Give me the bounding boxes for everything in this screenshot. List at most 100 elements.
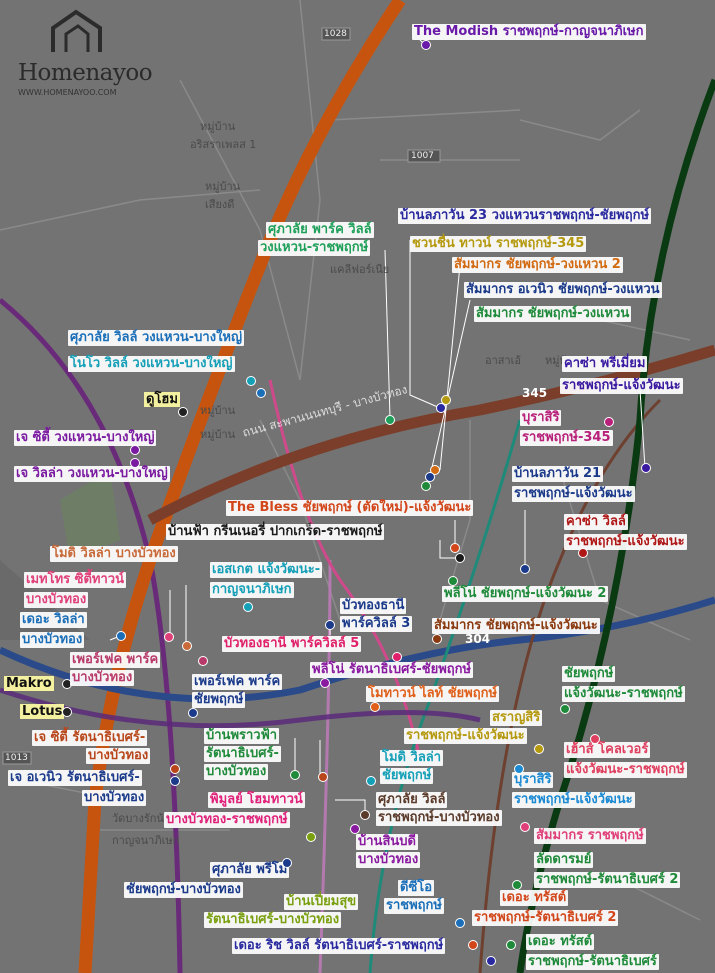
place-label-lotus[interactable]: Lotus (20, 704, 65, 719)
project-label-p45[interactable]: ราชพฤกษ์ (384, 898, 444, 914)
project-pin-icon[interactable] (486, 956, 496, 966)
project-label-p29[interactable]: ชัยพฤกษ์ (192, 692, 246, 708)
project-label-p3[interactable]: ศุภาลัย พาร์ค วิลล์ (266, 222, 374, 238)
project-label-p5[interactable]: สัมมากร ชัยพฤกษ์-วงแหวน 2 (452, 257, 623, 273)
project-label-p26[interactable]: เพอร์เฟค พาร์ค (70, 652, 161, 668)
project-label-p42[interactable]: ราชพฤกษ์-รัตนาธิเบศร์ 2 (534, 872, 681, 888)
project-pin-icon[interactable] (441, 395, 451, 405)
project-label-p16[interactable]: ราชพฤกษ์-แจ้งวัฒนะ (564, 534, 687, 550)
project-pin-icon[interactable] (350, 824, 360, 834)
project-label-p19[interactable]: เอสเกต แจ้งวัฒนะ- (210, 562, 323, 578)
project-pin-icon[interactable] (116, 631, 126, 641)
project-label-p10[interactable]: ราชพฤกษ์-แจ้งวัฒนะ (560, 378, 683, 394)
project-label-p47[interactable]: เดอะ ทรัสต์ (526, 934, 595, 950)
project-label-p16[interactable]: คาซ่า วิลล์ (564, 514, 628, 530)
project-label-p43[interactable]: ชัยพฤกษ์-บางบัวทอง (124, 882, 243, 898)
project-label-p27[interactable]: พลีโน่ รัตนาธิเบศร์-ชัยพฤกษ์ (310, 662, 474, 678)
project-label-p4[interactable]: ชวนชื่น ทาวน์ ราชพฤกษ์-345 (410, 236, 587, 252)
project-label-p15[interactable]: The Bless ชัยพฤกษ์ (ตัดใหม่)-แจ้งวัฒนะ (226, 500, 474, 516)
project-pin-icon[interactable] (318, 772, 328, 782)
project-pin-icon[interactable] (590, 734, 600, 744)
project-label-p45[interactable]: ดีซีโอ (398, 880, 435, 896)
project-label-p43[interactable]: ศุภาลัย พรีโม่ (210, 862, 290, 878)
project-label-p7[interactable]: สัมมากร ชัยพฤกษ์-วงแหวน (474, 306, 632, 322)
project-pin-icon[interactable] (520, 822, 530, 832)
project-pin-icon[interactable] (385, 415, 395, 425)
project-pin-icon[interactable] (448, 576, 458, 586)
project-label-p17[interactable]: บ้านฟ้า กรีนเนอรี่ ปากเกร็ด-ราชพฤกษ์ (166, 524, 385, 540)
place-label-dunhom[interactable]: ดูโฮม (144, 392, 180, 407)
project-label-p29[interactable]: เพอร์เฟค พาร์ค (192, 674, 283, 690)
project-label-p25[interactable]: บัวทองธานี พาร์ควิลล์ 5 (222, 636, 362, 652)
project-label-p48[interactable]: เดอะ ริช วิลล์ รัตนาธิเบศร์-ราชพฤกษ์ (232, 938, 446, 954)
place-label-makro[interactable]: Makro (4, 676, 54, 691)
project-pin-icon[interactable] (436, 403, 446, 413)
project-pin-icon[interactable] (188, 708, 198, 718)
project-pin-icon[interactable] (425, 472, 435, 482)
project-label-p11[interactable]: ราชพฤกษ์-345 (520, 430, 613, 446)
project-pin-icon[interactable] (198, 656, 208, 666)
project-pin-icon[interactable] (360, 810, 370, 820)
project-label-p35[interactable]: ชัยพฤกษ์ (380, 768, 434, 784)
project-label-p22[interactable]: เดอะ วิลล่า (20, 612, 87, 628)
project-label-p41[interactable]: บ้านสินบดี (356, 834, 418, 850)
project-label-p10[interactable]: คาซ่า พรีเมี่ยม (562, 356, 648, 372)
project-pin-icon[interactable] (306, 832, 316, 842)
place-pin-icon[interactable] (62, 707, 72, 717)
project-pin-icon[interactable] (256, 388, 266, 398)
project-label-p34[interactable]: เฮ้าส์ โคลเวอร์ (564, 742, 651, 758)
project-pin-icon[interactable] (370, 702, 380, 712)
project-pin-icon[interactable] (182, 641, 192, 651)
place-pin-icon[interactable] (178, 407, 188, 417)
project-label-p28[interactable]: แจ้งวัฒนะ-ราชพฤกษ์ (562, 686, 685, 702)
project-label-p11[interactable]: บุราสิริ (520, 410, 562, 426)
project-label-p22[interactable]: บางบัวทอง (20, 632, 85, 648)
project-label-p42[interactable]: ลัดดารมย์ (534, 852, 594, 868)
project-label-p36[interactable]: บางบัวทอง (82, 790, 147, 806)
project-label-p20[interactable]: เมทโทร ซิตี้ทาวน์ (24, 572, 126, 588)
project-label-p31[interactable]: สราญสิริ (490, 710, 543, 726)
project-label-p39[interactable]: ราชพฤกษ์-บางบัวทอง (376, 810, 502, 826)
project-label-p21[interactable]: พลีโน่ ชัยพฤกษ์-แจ้งวัฒนะ 2 (442, 586, 609, 602)
project-label-p46[interactable]: ราชพฤกษ์-รัตนาธิเบศร์ 2 (472, 910, 619, 926)
project-pin-icon[interactable] (282, 858, 292, 868)
project-pin-icon[interactable] (170, 776, 180, 786)
project-pin-icon[interactable] (578, 548, 588, 558)
project-pin-icon[interactable] (450, 543, 460, 553)
project-pin-icon[interactable] (325, 620, 335, 630)
project-label-p8[interactable]: ศุภาลัย วิลล์ วงแหวน-บางใหญ่ (68, 330, 245, 346)
project-pin-icon[interactable] (421, 481, 431, 491)
project-pin-icon[interactable] (366, 776, 376, 786)
project-label-p23[interactable]: บัวทองธานี (340, 598, 407, 614)
project-label-p36[interactable]: เจ อเวนิว รัตนาธิเบศร์- (8, 770, 142, 786)
project-pin-icon[interactable] (130, 458, 140, 468)
project-pin-icon[interactable] (534, 744, 544, 754)
project-label-p14[interactable]: ราชพฤกษ์-แจ้งวัฒนะ (512, 486, 635, 502)
project-label-p19[interactable]: กาญจนาภิเษก (210, 582, 294, 598)
project-label-p32[interactable]: บางบัวทอง (86, 748, 151, 764)
project-label-p33[interactable]: บ้านพราวฟ้า (204, 728, 280, 744)
project-label-p3[interactable]: วงแหวน-ราชพฤกษ์ (258, 240, 371, 256)
project-pin-icon[interactable] (421, 40, 431, 50)
project-label-p41[interactable]: บางบัวทอง (356, 852, 421, 868)
project-label-p37[interactable]: บุราสิริ (512, 772, 554, 788)
project-label-p37[interactable]: ราชพฤกษ์-แจ้งวัฒนะ (512, 792, 635, 808)
project-label-p9[interactable]: โนโว วิลล์ วงแหวน-บางใหญ่ (68, 356, 235, 372)
project-pin-icon[interactable] (130, 445, 140, 455)
project-pin-icon[interactable] (164, 632, 174, 642)
project-label-p40[interactable]: สัมมากร ราชพฤกษ์ (534, 828, 646, 844)
project-label-p33[interactable]: รัตนาธิเบศร์- (204, 746, 281, 762)
project-label-p23[interactable]: พาร์ควิลล์ 3 (340, 616, 413, 632)
project-pin-icon[interactable] (514, 764, 524, 774)
project-label-p1[interactable]: The Modish ราชพฤกษ์-กาญจนาภิเษก (412, 24, 646, 40)
project-label-p6[interactable]: สัมมากร อเวนิว ชัยพฤกษ์-วงแหวน (464, 282, 662, 298)
project-label-p38[interactable]: บางบัวทอง-ราชพฤกษ์ (164, 812, 290, 828)
project-label-p18[interactable]: โมดิ วิลล่า บางบัวทอง (50, 546, 178, 562)
project-label-p47[interactable]: ราชพฤกษ์-รัตนาธิเบศร์ (526, 954, 659, 970)
project-pin-icon[interactable] (641, 463, 651, 473)
project-label-p28[interactable]: ชัยพฤกษ์ (562, 666, 616, 682)
project-pin-icon[interactable] (392, 652, 402, 662)
project-pin-icon[interactable] (560, 704, 570, 714)
project-pin-icon[interactable] (246, 376, 256, 386)
